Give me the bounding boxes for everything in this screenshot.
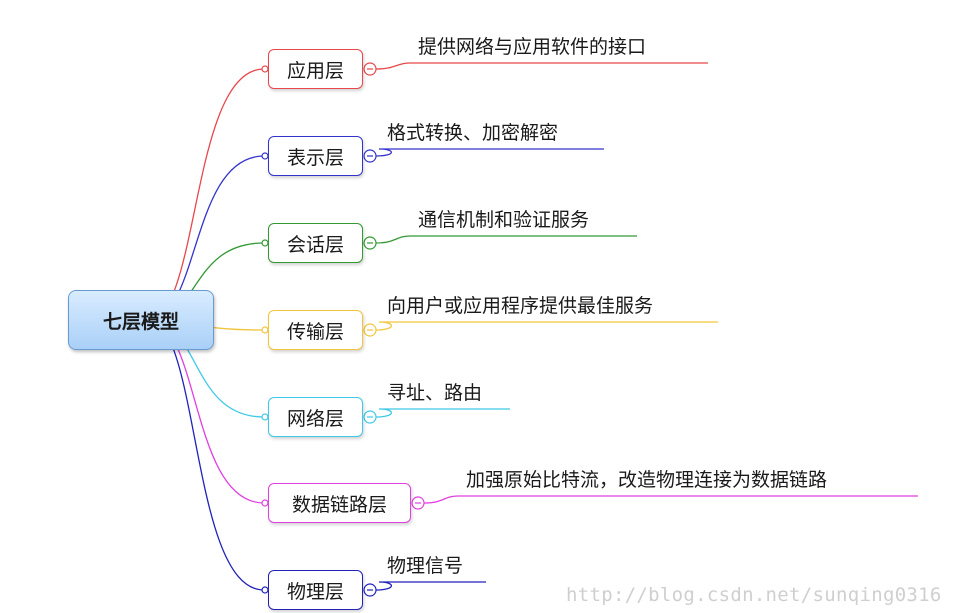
collapse-toggle-icon[interactable]	[363, 583, 377, 597]
connector-root-to-layer-7	[147, 319, 265, 591]
layer-node-label: 物理层	[286, 580, 344, 603]
root-node-label: 七层模型	[102, 310, 179, 333]
collapse-toggle-icon[interactable]	[363, 236, 377, 250]
layer-description-1: 提供网络与应用软件的接口	[418, 36, 647, 58]
connector-layer-to-description	[375, 321, 718, 331]
connector-layer-to-description	[375, 62, 708, 70]
connector-root-to-layer-1	[147, 68, 265, 321]
collapse-toggle-icon[interactable]	[363, 323, 377, 337]
layer-node-4[interactable]: 传输层	[268, 310, 363, 350]
layer-node-2[interactable]: 表示层	[268, 136, 363, 176]
layer-description-5: 寻址、路由	[387, 382, 483, 404]
layer-node-6[interactable]: 数据链路层	[268, 483, 411, 523]
connector-layer-to-description	[375, 148, 604, 157]
layer-node-label: 应用层	[286, 59, 344, 82]
collapse-toggle-icon[interactable]	[363, 62, 377, 76]
layer-description-6: 加强原始比特流，改造物理连接为数据链路	[466, 469, 828, 491]
layer-description-2: 格式转换、加密解密	[387, 122, 559, 144]
layer-node-1[interactable]: 应用层	[268, 49, 363, 89]
collapse-toggle-icon[interactable]	[363, 149, 377, 163]
layer-node-label: 网络层	[286, 407, 344, 430]
layer-node-3[interactable]: 会话层	[268, 223, 363, 263]
layer-node-label: 传输层	[286, 320, 344, 343]
connector-layer-to-description	[375, 408, 510, 418]
layer-node-7[interactable]: 物理层	[268, 570, 363, 610]
root-node[interactable]: 七层模型	[68, 290, 214, 350]
collapse-toggle-icon[interactable]	[411, 496, 425, 510]
layer-description-3: 通信机制和验证服务	[418, 209, 590, 231]
layer-node-5[interactable]: 网络层	[268, 397, 363, 437]
layer-description-4: 向用户或应用程序提供最佳服务	[387, 295, 654, 317]
layer-node-label: 会话层	[286, 233, 344, 256]
connector-layer-to-description	[375, 235, 637, 244]
layer-node-label: 表示层	[286, 146, 344, 169]
connector-layer-to-description	[375, 581, 486, 591]
watermark: http://blog.csdn.net/sunqing0316	[566, 584, 942, 606]
layer-description-7: 物理信号	[387, 555, 464, 577]
layer-node-label: 数据链路层	[291, 493, 387, 516]
collapse-toggle-icon[interactable]	[363, 410, 377, 424]
connector-layer-to-description	[423, 495, 918, 504]
